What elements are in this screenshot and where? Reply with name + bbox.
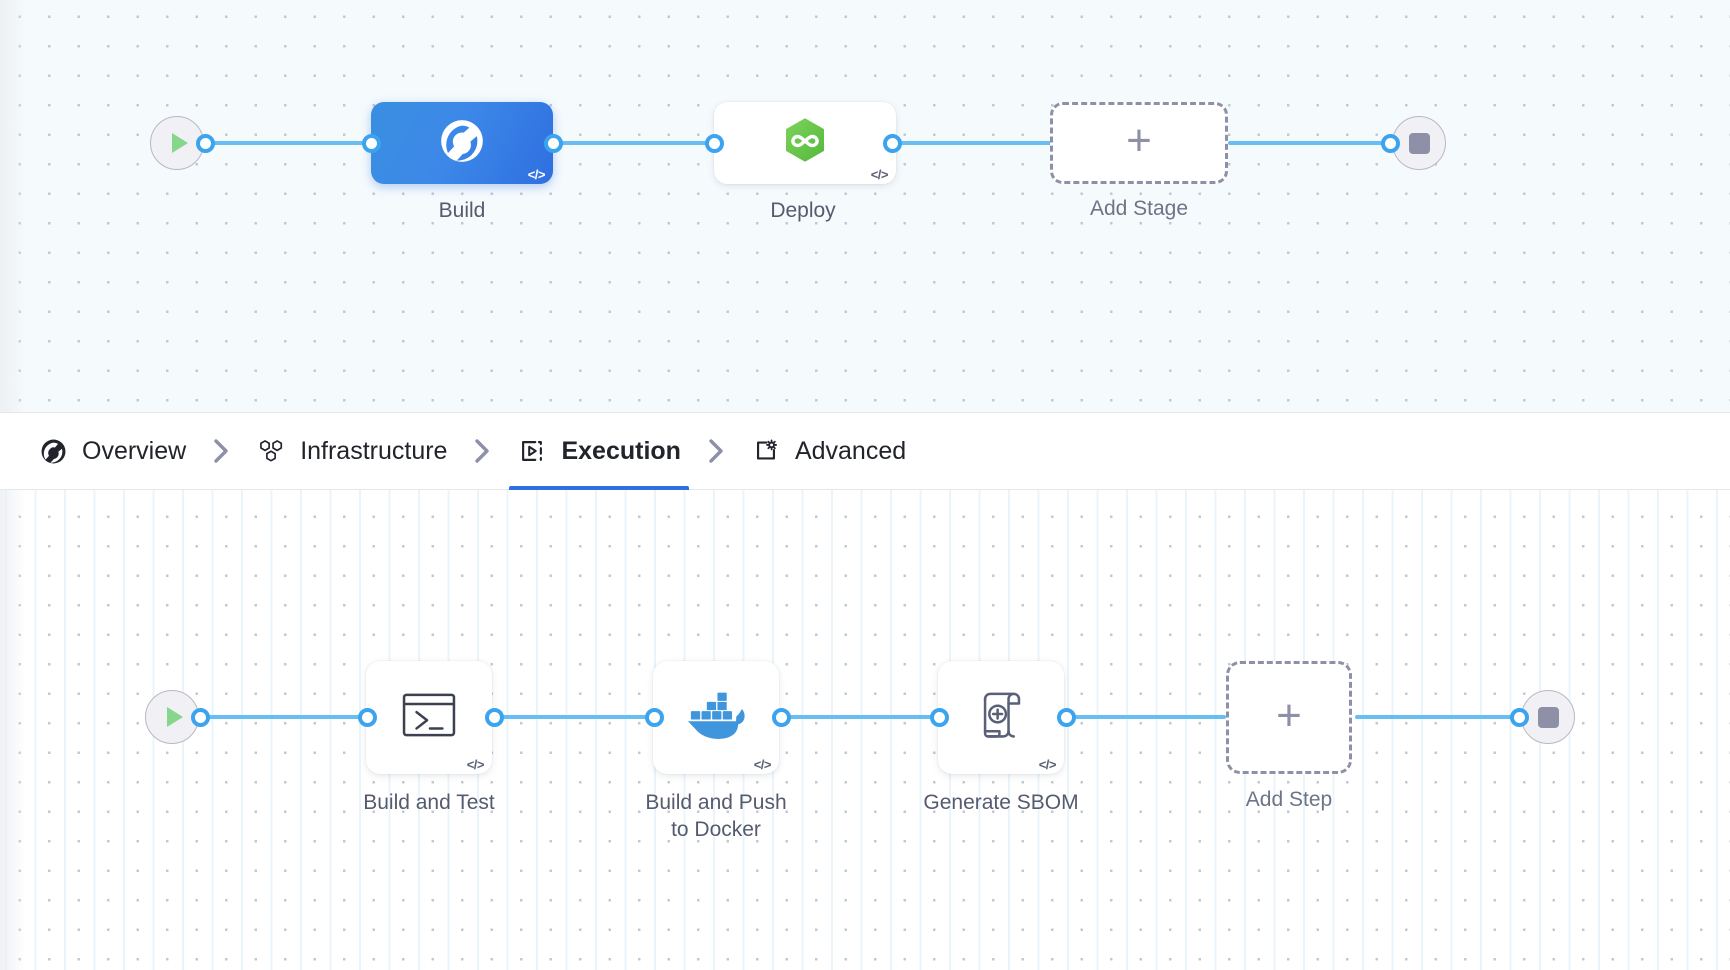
- chevron-right-icon: [190, 436, 252, 466]
- port-buildtest-out[interactable]: [485, 707, 504, 727]
- step-node-build-and-push-to-docker[interactable]: </>: [653, 661, 779, 774]
- add-stage-label: Add Stage: [1089, 197, 1189, 220]
- play-icon: [166, 707, 183, 727]
- terminal-icon: [401, 691, 457, 744]
- step-label-build-and-push-to-docker: Build and Push to Docker: [645, 791, 787, 841]
- stop-icon: [1537, 706, 1559, 728]
- tab-execution[interactable]: Execution: [509, 412, 690, 490]
- add-step-button[interactable]: +: [1226, 661, 1352, 774]
- port-docker-in[interactable]: [645, 707, 664, 727]
- tab-advanced[interactable]: Advanced: [747, 412, 910, 490]
- play-icon: [171, 133, 188, 153]
- port-sbom-in[interactable]: [930, 707, 949, 727]
- edge-buildtest-to-docker: [488, 715, 656, 719]
- stage-config-tabbar: Overview Infrastructure: [0, 412, 1730, 490]
- sbom-scroll-icon: [972, 687, 1030, 748]
- stage-label-deploy: Deploy: [770, 199, 836, 222]
- execution-canvas[interactable]: </> Build and Test: [0, 490, 1730, 970]
- add-step-label: Add Step: [1245, 788, 1333, 811]
- edge-docker-to-sbom: [772, 715, 940, 719]
- advanced-gear-icon: [751, 436, 781, 466]
- port-exec-start-out[interactable]: [191, 707, 210, 727]
- pipeline-end-node[interactable]: [1392, 116, 1446, 170]
- code-badge-build[interactable]: </>: [527, 167, 546, 182]
- stage-node-build[interactable]: </>: [371, 102, 553, 184]
- edge-addstep-to-end: [1355, 715, 1515, 719]
- code-badge-docker[interactable]: </>: [753, 757, 772, 772]
- build-wheel-icon: [437, 116, 487, 171]
- port-exec-end-in[interactable]: [1510, 707, 1529, 727]
- tab-execution-label: Execution: [561, 436, 681, 465]
- code-badge-build-and-test[interactable]: </>: [466, 757, 485, 772]
- edge-deploy-to-addstage: [884, 141, 1052, 145]
- port-build-in[interactable]: [362, 133, 381, 153]
- step-label-build-and-test: Build and Test: [363, 791, 495, 814]
- pipeline-start-node[interactable]: [150, 116, 204, 170]
- tab-advanced-label: Advanced: [794, 436, 907, 465]
- tab-overview-label: Overview: [82, 436, 187, 465]
- tab-infrastructure[interactable]: Infrastructure: [252, 412, 451, 490]
- hexagons-icon: [256, 436, 286, 466]
- edge-build-to-deploy: [546, 141, 714, 145]
- port-deploy-out[interactable]: [883, 133, 902, 153]
- tab-infrastructure-label: Infrastructure: [300, 436, 448, 465]
- execution-end-node[interactable]: [1521, 690, 1575, 744]
- port-docker-out[interactable]: [772, 707, 791, 727]
- edge-addstage-to-end: [1228, 141, 1400, 145]
- stop-icon: [1408, 132, 1430, 154]
- stage-label-build: Build: [438, 199, 486, 222]
- docker-icon: [680, 687, 752, 748]
- port-start-out[interactable]: [196, 133, 215, 153]
- edge-sbom-to-addstep: [1058, 715, 1226, 719]
- add-stage-button[interactable]: +: [1050, 102, 1228, 184]
- execution-play-icon: [517, 436, 547, 466]
- stage-node-deploy[interactable]: </>: [714, 102, 896, 184]
- plus-icon: +: [1126, 116, 1152, 165]
- step-label-generate-sbom: Generate SBOM: [923, 791, 1079, 814]
- execution-start-node[interactable]: [145, 690, 199, 744]
- tab-overview[interactable]: Overview: [34, 412, 190, 490]
- port-build-out[interactable]: [544, 133, 563, 153]
- edge-start-to-buildtest: [200, 715, 370, 719]
- port-buildtest-in[interactable]: [358, 707, 377, 727]
- overview-pie-icon: [38, 436, 68, 466]
- port-sbom-out[interactable]: [1057, 707, 1076, 727]
- port-deploy-in[interactable]: [705, 133, 724, 153]
- harness-hex-icon: [779, 115, 831, 172]
- port-end-in[interactable]: [1381, 133, 1400, 153]
- stage-canvas[interactable]: </> Build: [0, 0, 1730, 412]
- chevron-right-icon-2: [451, 436, 513, 466]
- code-badge-deploy[interactable]: </>: [870, 167, 889, 182]
- plus-icon: +: [1276, 690, 1302, 740]
- step-node-build-and-test[interactable]: </>: [366, 661, 492, 774]
- step-node-generate-sbom[interactable]: </>: [938, 661, 1064, 774]
- edge-start-to-build: [205, 141, 373, 145]
- code-badge-sbom[interactable]: </>: [1038, 757, 1057, 772]
- chevron-right-icon-3: [685, 436, 747, 466]
